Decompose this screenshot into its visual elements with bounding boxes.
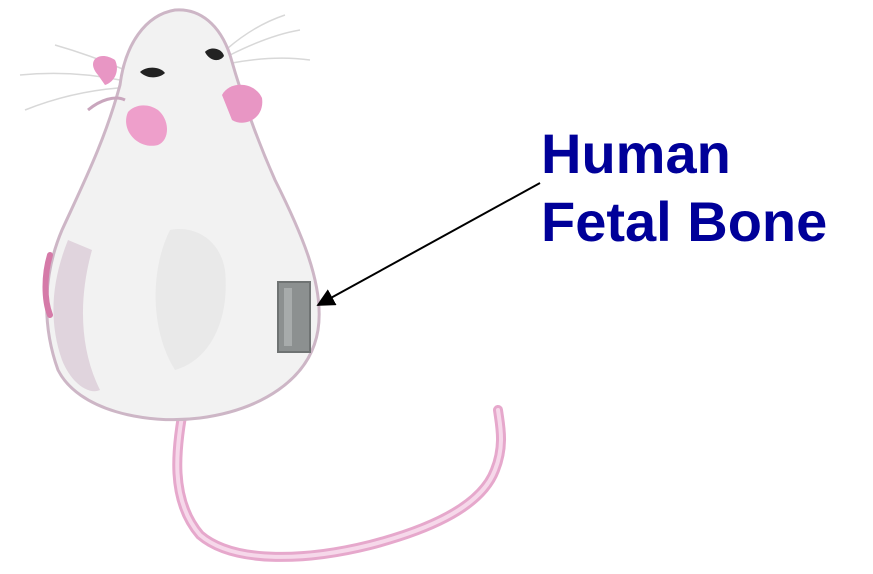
bone-label: Human Fetal Bone <box>541 120 827 256</box>
tail-icon <box>177 400 501 557</box>
arrow-icon <box>318 183 540 305</box>
bone-implant-icon <box>278 282 310 352</box>
implant-highlight <box>284 288 292 346</box>
label-line-2: Fetal Bone <box>541 188 827 256</box>
label-line-1: Human <box>541 120 827 188</box>
rat-icon <box>46 10 320 420</box>
